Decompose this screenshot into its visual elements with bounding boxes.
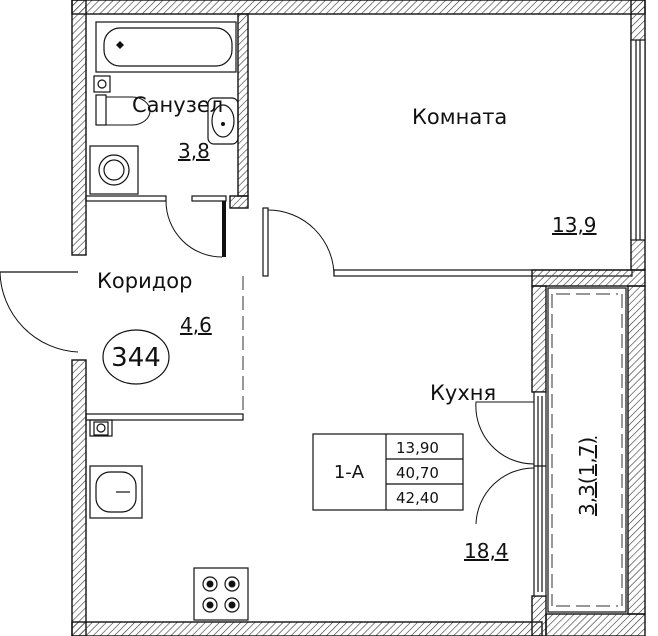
balcony-area: 3,3(1,7)	[575, 437, 599, 516]
room-label: Комната	[412, 105, 507, 129]
room-window	[630, 39, 646, 241]
door-swings	[0, 200, 535, 525]
washing-machine	[89, 145, 139, 195]
room-area: 13,9	[552, 213, 597, 237]
toilet	[93, 75, 151, 126]
kitchen-area: 18,4	[464, 539, 509, 563]
total-with-balcony-value: 42,40	[396, 489, 439, 507]
apartment-number-badge	[102, 329, 170, 385]
bathroom-label: Санузел	[132, 93, 223, 117]
balcony	[531, 269, 646, 636]
apartment-type: 1-А	[334, 462, 365, 483]
riser-icon	[93, 421, 109, 436]
corridor-label: Коридор	[97, 269, 192, 293]
corridor-area: 4,6	[180, 313, 212, 337]
kitchen-label: Кухня	[430, 381, 496, 405]
stove	[193, 567, 249, 621]
living-area-value: 13,90	[396, 439, 439, 457]
bathtub	[95, 21, 237, 73]
bathroom-area: 3,8	[178, 139, 210, 163]
sink	[207, 97, 239, 145]
total-area-value: 40,70	[396, 464, 439, 482]
balcony-door	[533, 391, 547, 597]
interior-walls	[85, 13, 633, 437]
kitchen-sink	[89, 465, 143, 519]
area-summary-table: 1-А 13,90 40,70 42,40	[312, 433, 464, 511]
apartment-number: 344	[111, 343, 161, 373]
